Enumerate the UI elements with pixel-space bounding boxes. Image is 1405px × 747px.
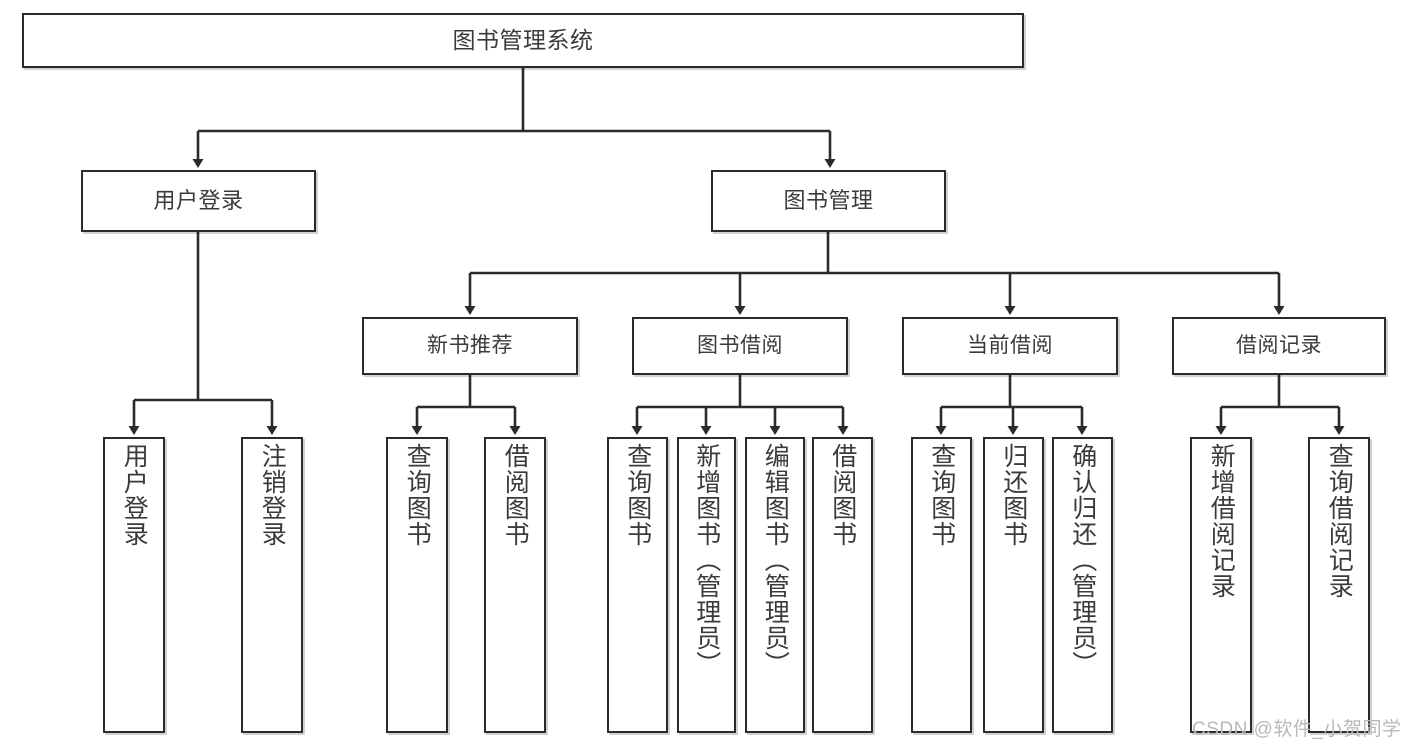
node-root-system[interactable]: 图书管理系统 xyxy=(22,13,1024,68)
leaf-borrow-book[interactable]: 借阅图书 xyxy=(812,437,873,733)
node-label: 新增图书（管理员） xyxy=(692,443,721,677)
node-label: 确认归还（管理员） xyxy=(1068,443,1097,677)
node-label: 查询图书 xyxy=(623,443,652,547)
csdn-watermark: CSDN @软件_小贺同学 xyxy=(1192,719,1402,740)
node-label: 查询图书 xyxy=(403,443,432,547)
leaf-add-book-admin[interactable]: 新增图书（管理员） xyxy=(677,437,736,733)
leaf-confirm-return-admin[interactable]: 确认归还（管理员） xyxy=(1052,437,1113,733)
leaf-return-book[interactable]: 归还图书 xyxy=(983,437,1044,733)
node-label: 用户登录 xyxy=(153,187,244,213)
node-book-borrow[interactable]: 图书借阅 xyxy=(632,317,848,375)
node-label: 图书管理 xyxy=(783,187,874,213)
node-label: 借阅图书 xyxy=(828,443,857,547)
node-label: 查询借阅记录 xyxy=(1325,443,1354,599)
node-label: 新增借阅记录 xyxy=(1207,443,1236,599)
node-label: 注销登录 xyxy=(258,443,287,547)
leaf-query-book-recommend[interactable]: 查询图书 xyxy=(386,437,448,733)
node-label: 新书推荐 xyxy=(427,334,513,358)
node-label: 归还图书 xyxy=(999,443,1028,547)
node-borrow-record[interactable]: 借阅记录 xyxy=(1172,317,1386,375)
leaf-logout[interactable]: 注销登录 xyxy=(241,437,303,733)
node-label: 用户登录 xyxy=(120,443,149,547)
leaf-query-book-borrow[interactable]: 查询图书 xyxy=(607,437,668,733)
node-label: 当前借阅 xyxy=(967,334,1053,358)
leaf-query-borrow-record[interactable]: 查询借阅记录 xyxy=(1308,437,1370,733)
node-label: 查询图书 xyxy=(927,443,956,547)
node-label: 借阅图书 xyxy=(501,443,530,547)
node-book-management[interactable]: 图书管理 xyxy=(711,170,946,232)
node-label: 编辑图书（管理员） xyxy=(761,443,790,677)
node-user-login[interactable]: 用户登录 xyxy=(81,170,316,232)
node-label: 借阅记录 xyxy=(1236,334,1322,358)
leaf-borrow-book-recommend[interactable]: 借阅图书 xyxy=(484,437,546,733)
node-new-book-recommend[interactable]: 新书推荐 xyxy=(362,317,578,375)
leaf-query-book-current[interactable]: 查询图书 xyxy=(911,437,972,733)
leaf-add-borrow-record[interactable]: 新增借阅记录 xyxy=(1190,437,1252,733)
node-current-borrow[interactable]: 当前借阅 xyxy=(902,317,1118,375)
leaf-edit-book-admin[interactable]: 编辑图书（管理员） xyxy=(745,437,805,733)
node-label: 图书借阅 xyxy=(697,334,783,358)
leaf-user-login[interactable]: 用户登录 xyxy=(103,437,165,733)
node-label: 图书管理系统 xyxy=(452,26,594,53)
